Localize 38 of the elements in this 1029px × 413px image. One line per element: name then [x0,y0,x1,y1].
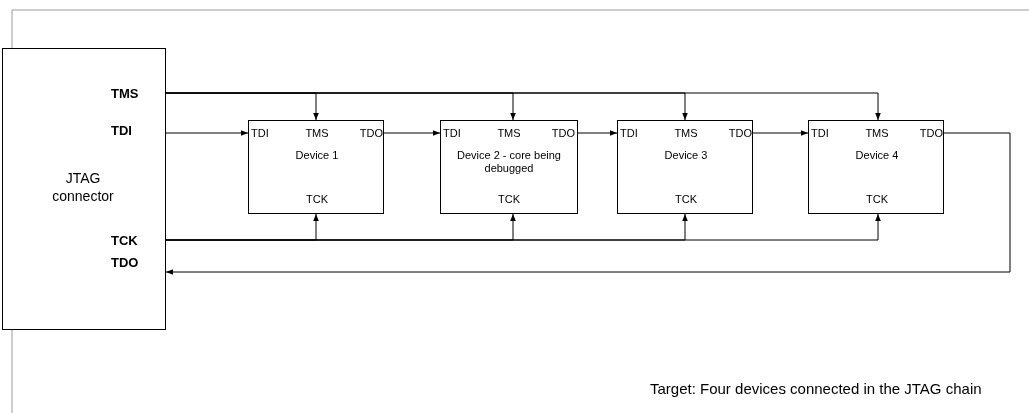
connector-box [2,48,166,330]
device-name: Device 4 [854,149,900,162]
signal-arrow [383,130,441,136]
pin-label: TDO [727,127,752,140]
pin-label: TCK [865,193,889,206]
pin-label: TDI [443,127,462,140]
pin-label: TCK [497,193,521,206]
connector-name: JTAG connector [51,169,115,205]
pin-label: TMS [304,127,330,140]
pin-label: TDO [550,127,575,140]
pin-label: TCK [674,193,698,206]
signal-arrow [752,130,809,136]
pin-label: TMS [496,127,522,140]
signal-label: TMS [111,87,140,100]
pin-label: TMS [673,127,699,140]
device-name: Device 3 [663,149,709,162]
signal-arrow [165,130,249,136]
pin-label: TMS [864,127,890,140]
pin-label: TDI [811,127,830,140]
device-box [808,120,944,214]
pin-label: TDI [251,127,270,140]
device-name: Device 2 - core being debugged [456,149,562,175]
signal-label: TDO [111,256,140,269]
caption: Target: Four devices connected in the JTAG chain [650,380,982,398]
device-box [248,120,384,214]
signal-arrow [165,213,881,241]
pin-label: TCK [305,193,329,206]
device-box [617,120,753,214]
signal-arrow [165,132,1011,275]
device-name: Device 1 [294,149,340,162]
signal-label: TDI [111,124,133,137]
signal-arrow [577,130,618,136]
pin-label: TDO [918,127,943,140]
pin-label: TDO [358,127,383,140]
signal-label: TCK [111,234,139,247]
device-box [440,120,578,214]
signal-arrow [165,92,881,121]
pin-label: TDI [620,127,639,140]
